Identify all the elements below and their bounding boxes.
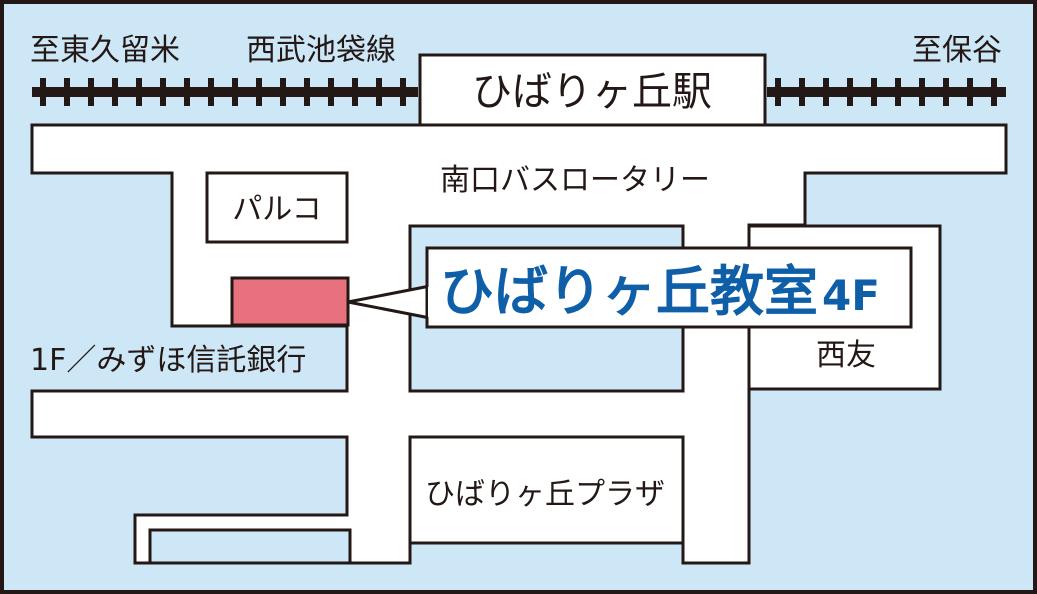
rail-direction-right: 至保谷 bbox=[912, 33, 1002, 68]
rail-tie bbox=[943, 78, 949, 106]
callout-title-main: ひばりヶ丘教室 bbox=[440, 260, 818, 323]
rail-tie bbox=[160, 78, 166, 106]
plaza-label: ひばりヶ丘プラザ bbox=[425, 477, 665, 512]
rail-tie bbox=[256, 78, 262, 106]
callout-title: ひばりヶ丘教室4F bbox=[440, 260, 880, 323]
railway-track bbox=[32, 78, 1006, 106]
rail-tie bbox=[184, 78, 190, 106]
callout-title-floor: 4F bbox=[822, 271, 880, 320]
rail-tie bbox=[232, 78, 238, 106]
rail-tie bbox=[88, 78, 94, 106]
rail-tie bbox=[847, 78, 853, 106]
rail-tie bbox=[304, 78, 310, 106]
rail-tie bbox=[64, 78, 70, 106]
road-notch bbox=[148, 528, 352, 565]
rail-tie bbox=[40, 78, 46, 106]
rail-tie bbox=[967, 78, 973, 106]
rail-tie bbox=[328, 78, 334, 106]
parco-label: パルコ bbox=[232, 192, 321, 227]
rail-tie bbox=[376, 78, 382, 106]
rail-line-name: 西武池袋線 bbox=[246, 33, 396, 68]
rail-tie bbox=[136, 78, 142, 106]
rail-tie bbox=[775, 78, 781, 106]
parco-building bbox=[205, 171, 349, 244]
rail-direction-left: 至東久留米 bbox=[30, 33, 180, 68]
rail-line-segment bbox=[767, 87, 1006, 97]
rail-tie bbox=[352, 78, 358, 106]
rail-tie bbox=[799, 78, 805, 106]
station-name: ひばりヶ丘駅 bbox=[472, 69, 712, 115]
seiyu-label: 西友 bbox=[816, 338, 876, 373]
rail-tie bbox=[208, 78, 214, 106]
rail-tie bbox=[400, 78, 406, 106]
rail-tie bbox=[871, 78, 877, 106]
rail-tie bbox=[823, 78, 829, 106]
school-marker bbox=[230, 276, 350, 327]
rail-line-segment bbox=[32, 87, 418, 97]
callout-box bbox=[425, 246, 913, 329]
rail-tie bbox=[895, 78, 901, 106]
rail-tie bbox=[112, 78, 118, 106]
plaza-building bbox=[408, 435, 685, 545]
bank-label: 1F／みずほ信託銀行 bbox=[30, 343, 306, 378]
callout-cover bbox=[428, 287, 432, 317]
rail-tie bbox=[919, 78, 925, 106]
rail-tie bbox=[991, 78, 997, 106]
rail-tie bbox=[280, 78, 286, 106]
bus-rotary-label: 南口バスロータリー bbox=[440, 163, 710, 198]
